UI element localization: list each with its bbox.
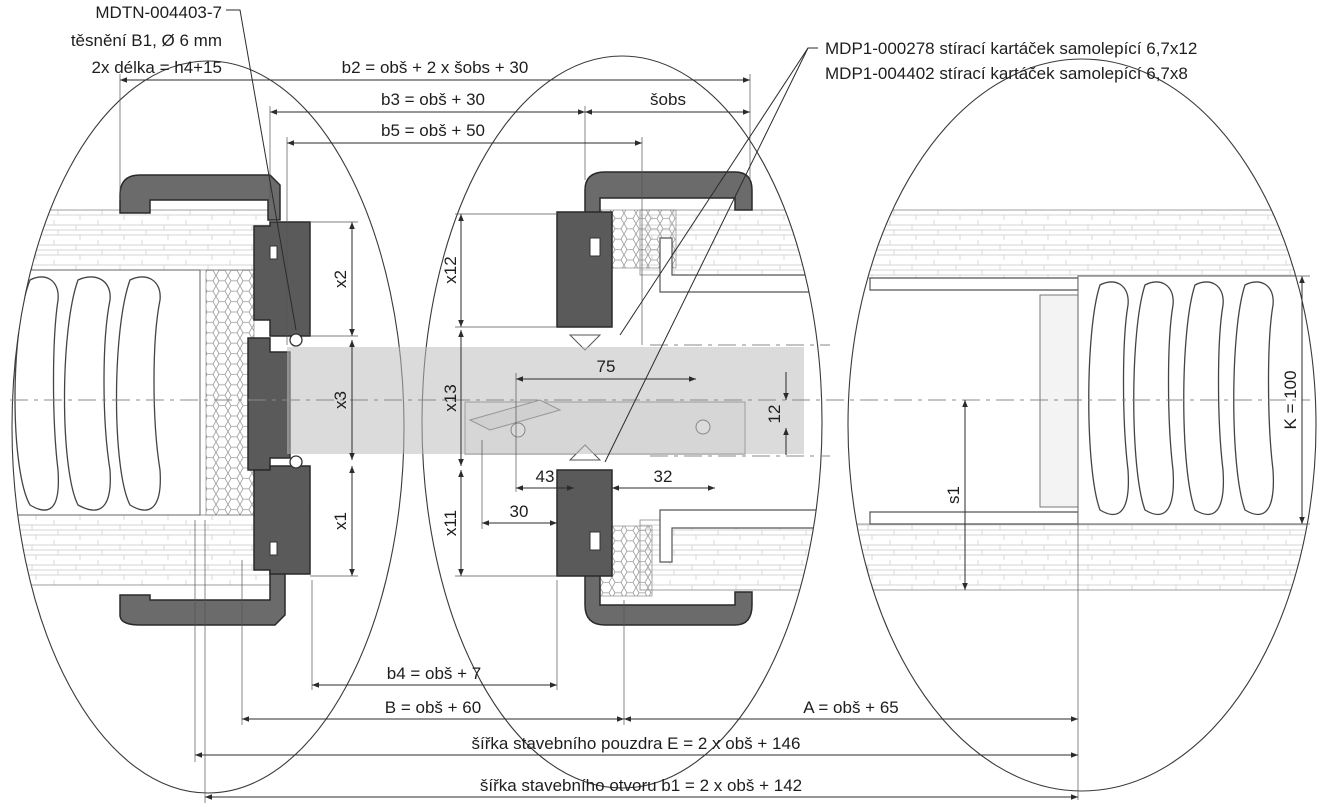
dim-s1: s1	[944, 486, 963, 504]
insulation-loop	[14, 276, 60, 511]
dim-x12: x12	[441, 256, 460, 283]
gasket-leader	[226, 9, 297, 331]
dim-A: A = obš + 65	[803, 698, 898, 717]
dim-x13: x13	[441, 384, 460, 411]
left-frame-bottom	[119, 559, 286, 626]
mid-gasket-top	[556, 211, 613, 328]
left-wall-top	[12, 209, 271, 271]
gasket-length-label: 2x délka = h4+15	[92, 58, 222, 77]
mid-gasket-bottom	[556, 469, 613, 577]
dim-x1: x1	[331, 512, 350, 530]
dim-K: K = 100	[1281, 370, 1300, 429]
dim-43: 43	[536, 467, 555, 486]
gasket-desc-label: těsnění B1, Ø 6 mm	[71, 31, 222, 50]
dim-b3: b3 = obš + 30	[381, 90, 485, 109]
dim-b1: šířka stavebního otvoru b1 = 2 x obš + 1…	[480, 776, 802, 795]
right-wall-top	[848, 209, 1316, 279]
mid-frame-top	[584, 171, 753, 266]
dim-x3: x3	[331, 391, 350, 409]
left-honeycomb	[205, 269, 255, 516]
right-detail-circle	[847, 58, 1317, 792]
insulation-loop	[115, 276, 161, 511]
brush-1-label: MDP1-000278 stírací kartáček samolepící …	[825, 39, 1197, 58]
insulation-loop	[1133, 281, 1175, 516]
left-gasket-bottom	[253, 465, 311, 575]
right-wall-bottom	[848, 523, 1316, 591]
mid-frame-bottom	[584, 539, 753, 626]
mid-profile-bottom	[659, 509, 822, 563]
right-end-profile	[1039, 294, 1079, 508]
insulation-loop	[1233, 281, 1275, 516]
left-gasket-top	[253, 221, 311, 337]
left-gasket-mid	[247, 337, 291, 471]
gasket-code-label: MDTN-004403-7	[95, 3, 222, 22]
dim-b4: b4 = obš + 7	[387, 664, 482, 683]
dim-x2: x2	[331, 270, 350, 288]
dim-b5: b5 = obš + 50	[381, 121, 485, 140]
dim-sobs: šobs	[650, 90, 686, 109]
dim-75: 75	[597, 357, 616, 376]
left-frame-top	[119, 174, 281, 221]
insulation-loop	[63, 276, 111, 511]
left-wall-bottom	[12, 514, 271, 586]
annotations: MDTN-004403-7 těsnění B1, Ø 6 mm 2x délk…	[71, 3, 1300, 795]
dim-b2: b2 = obš + 2 x šobs + 30	[342, 58, 529, 77]
dim-12: 12	[765, 405, 784, 424]
dim-x11: x11	[441, 510, 460, 536]
dim-B: B = obš + 60	[385, 698, 481, 717]
mid-profile-top	[659, 237, 822, 293]
door-leaf	[287, 347, 644, 454]
left-detail	[12, 174, 311, 626]
dim-30: 30	[510, 502, 529, 521]
dimensions	[119, 74, 1310, 803]
insulation-loop	[1183, 281, 1225, 516]
dim-E: šířka stavebního pouzdra E = 2 x obš + 1…	[472, 734, 801, 753]
left-insulation	[12, 269, 201, 516]
dim-32: 32	[654, 467, 673, 486]
brush-2-label: MDP1-004402 stírací kartáček samolepící …	[825, 64, 1188, 83]
insulation-loop	[1088, 281, 1130, 516]
brush-leader-2	[604, 47, 809, 463]
